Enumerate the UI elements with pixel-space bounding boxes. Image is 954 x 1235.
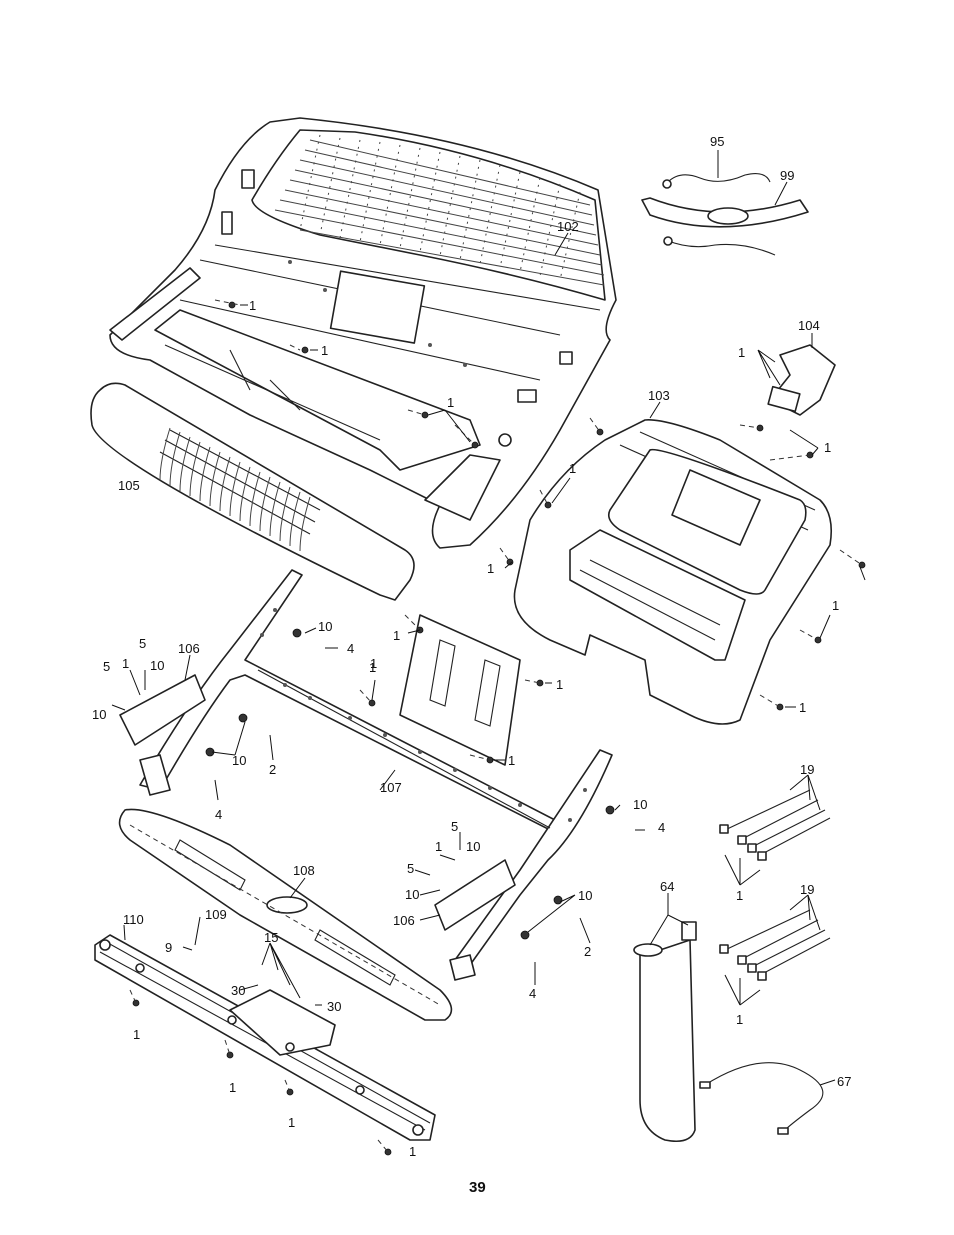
callout-30: 30 <box>231 983 245 998</box>
callout-99: 99 <box>780 168 794 183</box>
callout-15: 15 <box>264 930 278 945</box>
callout-4: 4 <box>529 986 536 1001</box>
callout-1: 1 <box>435 839 442 854</box>
callout-95: 95 <box>710 134 724 149</box>
callout-104: 104 <box>798 318 820 333</box>
callout-1: 1 <box>133 1027 140 1042</box>
callout-30: 30 <box>327 999 341 1014</box>
callout-110: 110 <box>123 912 144 927</box>
callout-106: 106 <box>393 913 415 928</box>
callout-10: 10 <box>466 839 480 854</box>
callout-2: 2 <box>584 944 591 959</box>
callout-67: 67 <box>837 1074 851 1089</box>
callout-10: 10 <box>405 887 419 902</box>
part-64-sleeve <box>634 922 696 1141</box>
callout-10: 10 <box>232 753 246 768</box>
callout-10: 10 <box>633 797 647 812</box>
callout-5: 5 <box>407 861 414 876</box>
callout-5: 5 <box>451 819 458 834</box>
callout-1: 1 <box>409 1144 416 1159</box>
callout-1: 1 <box>736 888 743 903</box>
callout-1: 1 <box>288 1115 295 1130</box>
callout-10: 10 <box>92 707 106 722</box>
callout-1: 1 <box>321 343 328 358</box>
callout-10: 10 <box>318 619 332 634</box>
callout-1: 1 <box>569 461 576 476</box>
callout-1: 1 <box>249 298 256 313</box>
page-number: 39 <box>469 1179 486 1196</box>
callout-2: 2 <box>269 762 276 777</box>
callout-1: 1 <box>508 753 515 768</box>
callout-19: 19 <box>800 762 814 777</box>
callout-106: 106 <box>178 641 200 656</box>
callout-1: 1 <box>393 628 400 643</box>
callout-1: 1 <box>487 561 494 576</box>
callout-4: 4 <box>658 820 665 835</box>
callout-10: 10 <box>150 658 164 673</box>
callout-1: 1 <box>447 395 454 410</box>
callout-1: 1 <box>824 440 831 455</box>
callout-1: 1 <box>370 656 377 671</box>
callout-5: 5 <box>103 659 110 674</box>
callout-1: 1 <box>832 598 839 613</box>
callout-10: 10 <box>578 888 592 903</box>
callout-103: 103 <box>648 388 670 403</box>
callout-4: 4 <box>215 807 222 822</box>
callout-4: 4 <box>347 641 354 656</box>
part-19-ties-top <box>720 790 830 860</box>
callout-9: 9 <box>165 940 172 955</box>
callout-107: 107 <box>380 780 402 795</box>
part-95-99-strap <box>642 174 808 255</box>
part-67-wire <box>700 1063 823 1134</box>
callout-105: 105 <box>118 478 140 493</box>
callout-1: 1 <box>556 677 563 692</box>
callout-19: 19 <box>800 882 814 897</box>
callout-108: 108 <box>293 863 315 878</box>
part-19-ties-bottom <box>720 910 830 980</box>
part-104-bracket <box>768 345 835 415</box>
callout-1: 1 <box>229 1080 236 1095</box>
callout-109: 109 <box>205 907 227 922</box>
callout-64: 64 <box>660 879 674 894</box>
callout-1: 1 <box>738 345 745 360</box>
callout-102: 102 <box>557 219 579 234</box>
callout-1: 1 <box>799 700 806 715</box>
callout-1: 1 <box>122 656 129 671</box>
callout-1: 1 <box>736 1012 743 1027</box>
callout-5: 5 <box>139 636 146 651</box>
